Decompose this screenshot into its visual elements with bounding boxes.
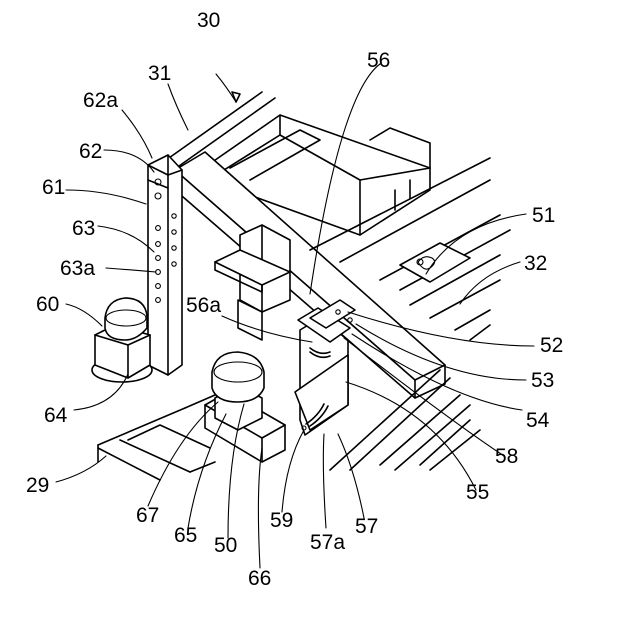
label-31: 31 [148, 62, 171, 85]
labels: 30 31 62a 62 61 63 63a 60 64 29 56 51 32… [26, 9, 563, 590]
label-67: 67 [136, 504, 159, 527]
motor-60 [92, 298, 152, 382]
label-52: 52 [540, 334, 563, 357]
label-56: 56 [367, 49, 390, 72]
label-60: 60 [36, 293, 59, 316]
label-66: 66 [248, 567, 271, 590]
label-62: 62 [79, 140, 102, 163]
label-65: 65 [174, 524, 197, 547]
label-61: 61 [42, 176, 65, 199]
label-30: 30 [197, 9, 220, 32]
label-63: 63 [72, 217, 95, 240]
label-55: 55 [466, 481, 489, 504]
vertical-column [215, 225, 290, 340]
label-50: 50 [214, 534, 237, 557]
label-64: 64 [44, 404, 68, 427]
label-57: 57 [355, 515, 378, 538]
unit-50 [205, 352, 285, 462]
label-57a: 57a [310, 531, 345, 554]
label-58: 58 [495, 445, 518, 468]
floor-plate-29 [98, 395, 215, 480]
post-61 [148, 155, 182, 375]
label-62a: 62a [83, 89, 118, 112]
label-56a: 56a [186, 294, 221, 317]
label-63a: 63a [60, 257, 95, 280]
label-54: 54 [526, 409, 550, 432]
label-51: 51 [532, 204, 555, 227]
motor-cap [105, 298, 147, 340]
label-29: 29 [26, 474, 49, 497]
label-32: 32 [524, 252, 547, 275]
post-body [148, 155, 182, 375]
label-59: 59 [270, 509, 293, 532]
label-53: 53 [531, 369, 554, 392]
motor-67 [212, 352, 264, 402]
